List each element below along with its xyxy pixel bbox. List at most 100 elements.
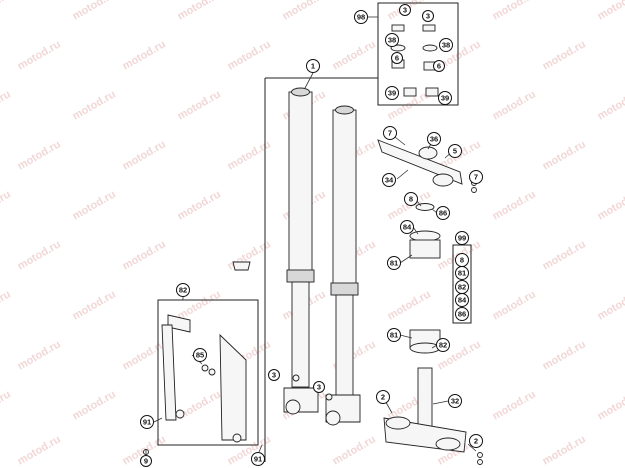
right-fork-cap — [335, 105, 354, 115]
guard-bolt-b — [232, 433, 242, 443]
bearing-body-upper — [409, 239, 441, 259]
callout-82a-label: 82 — [179, 286, 187, 295]
right-axle-boss — [325, 410, 341, 426]
watermark-text: motod.ru — [121, 138, 168, 172]
watermark-text: motod.ru — [121, 38, 168, 72]
steering-stem — [417, 367, 433, 429]
watermark-text: motod.ru — [0, 88, 13, 122]
part-3a — [391, 24, 405, 32]
watermark-text: motod.ru — [491, 88, 538, 122]
watermark-text: motod.ru — [176, 88, 223, 122]
kit-99-item-81: 81 — [455, 266, 469, 280]
callout-99-label: 99 — [458, 234, 466, 243]
callout-38b-label: 38 — [442, 41, 450, 50]
callout-36-label: 36 — [430, 135, 438, 144]
lead-81a — [399, 254, 413, 264]
watermark-text: motod.ru — [281, 0, 328, 23]
left-outer-tube — [288, 91, 313, 283]
box-82-parts — [161, 314, 247, 443]
callout-6b-label: 6 — [437, 62, 441, 71]
watermark-text: motod.ru — [491, 388, 538, 422]
lead-1 — [304, 72, 314, 89]
callout-98-label: 98 — [357, 13, 365, 22]
part-39a — [403, 87, 417, 97]
callout-85-label: 85 — [196, 351, 204, 360]
callout-82a: 82 — [176, 283, 190, 297]
lead-34 — [396, 169, 409, 180]
part-38b — [422, 44, 438, 52]
kit-99-item-86: 86 — [455, 307, 469, 321]
guard-bracket — [167, 314, 191, 333]
callout-39a-label: 39 — [388, 89, 396, 98]
box-82 — [157, 299, 259, 446]
lead-8 — [416, 200, 422, 207]
watermark-text: motod.ru — [331, 433, 378, 467]
callout-81b-label: 81 — [390, 331, 398, 340]
watermark-text: motod.ru — [121, 238, 168, 272]
callout-7b-label: 7 — [474, 173, 478, 182]
callout-2a: 2 — [376, 390, 390, 404]
kit-99-item-8-label: 8 — [460, 256, 464, 265]
fork-guard-left — [161, 324, 177, 421]
lead-32 — [432, 400, 449, 405]
callout-85: 85 — [193, 348, 207, 362]
fork-frame — [264, 77, 378, 462]
watermark-text: motod.ru — [0, 388, 13, 422]
callout-6a-label: 6 — [395, 54, 399, 63]
left-fork-leg — [283, 87, 319, 415]
watermark-text: motod.ru — [71, 388, 118, 422]
callout-6a: 6 — [391, 52, 403, 64]
lower-clamp-bore-right — [435, 437, 461, 451]
watermark-text: motod.ru — [491, 288, 538, 322]
callout-34-label: 34 — [385, 176, 394, 185]
box-98 — [377, 2, 459, 106]
lead-81b — [399, 334, 413, 339]
guard-bolt-a — [175, 409, 185, 419]
watermark-text: motod.ru — [491, 188, 538, 222]
nut-3c — [292, 374, 300, 382]
callout-7a: 7 — [383, 126, 397, 140]
bearing-ring — [415, 203, 435, 211]
callout-81a: 81 — [387, 256, 401, 270]
callout-34: 34 — [382, 173, 396, 187]
left-inner-tube — [291, 281, 310, 388]
kit-99-item-81-label: 81 — [458, 269, 466, 278]
callout-91a: 91 — [140, 415, 154, 429]
callout-91b-label: 91 — [254, 455, 262, 464]
watermark-text: motod.ru — [176, 0, 223, 23]
callout-81a-label: 81 — [390, 259, 398, 268]
callout-1: 1 — [306, 59, 320, 73]
lead-91b — [258, 444, 263, 453]
callout-39a: 39 — [385, 86, 399, 100]
upper-triple-clamp — [377, 139, 463, 187]
nut-3d — [325, 393, 333, 401]
callout-3b-label: 3 — [426, 12, 430, 21]
callout-3d-label: 3 — [317, 383, 321, 392]
watermark-text: motod.ru — [596, 388, 625, 422]
callout-9: 9 — [140, 455, 152, 467]
callout-98: 98 — [354, 10, 368, 24]
watermark-text: motod.ru — [0, 0, 13, 23]
lower-clamp-bore-left — [385, 416, 411, 430]
callout-5: 5 — [448, 144, 462, 158]
nut-2b-a — [477, 452, 483, 458]
callout-82b: 82 — [436, 338, 450, 352]
lead-2b — [467, 443, 477, 452]
part-3b — [422, 24, 436, 32]
watermark-text: motod.ru — [226, 238, 273, 272]
callout-7b: 7 — [469, 170, 483, 184]
callout-84-label: 84 — [403, 223, 412, 232]
watermark-text: motod.ru — [596, 288, 625, 322]
callout-86: 86 — [436, 206, 450, 220]
callout-1-label: 1 — [311, 62, 315, 71]
watermark-text: motod.ru — [491, 0, 538, 23]
watermark-text: motod.ru — [0, 188, 13, 222]
watermark-text: motod.ru — [386, 288, 433, 322]
watermark-text: motod.ru — [16, 238, 63, 272]
part-85-b — [208, 368, 216, 376]
watermark-text: motod.ru — [226, 38, 273, 72]
part-85-a — [201, 364, 209, 372]
bearing-upper — [409, 230, 441, 242]
callout-39b: 39 — [438, 91, 452, 105]
